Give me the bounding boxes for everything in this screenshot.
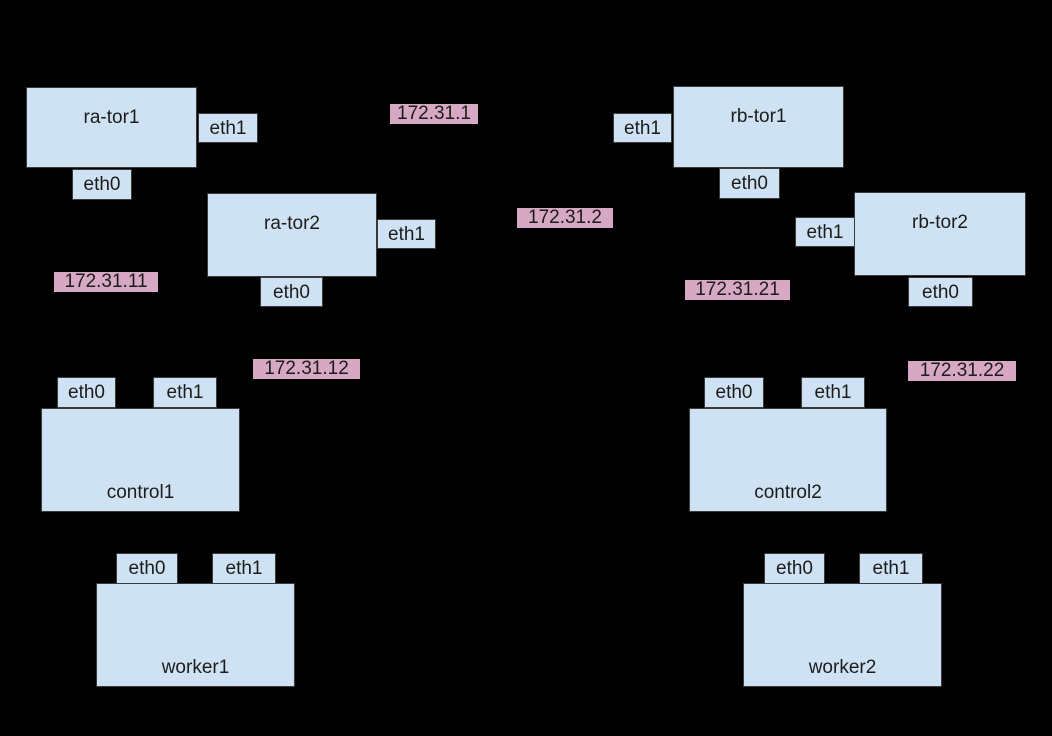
- port-ra-tor1-eth0: eth0: [72, 169, 132, 200]
- node-rb-tor2-label: rb-tor2: [912, 212, 968, 233]
- node-ra-tor2-label: ra-tor2: [264, 213, 320, 234]
- port-rb-tor1-eth1: eth1: [613, 113, 672, 143]
- port-control1-eth0: eth0: [57, 377, 116, 408]
- node-control1-label: control1: [106, 482, 175, 503]
- node-ra-tor1-label: ra-tor1: [83, 107, 140, 128]
- port-ra-tor2-eth0: eth0: [260, 277, 323, 307]
- ip-label-172-31-2: 172.31.2: [517, 208, 613, 228]
- node-ra-tor2: ra-tor2: [207, 193, 377, 277]
- ip-label-172-31-1: 172.31.1: [390, 104, 478, 124]
- port-worker2-eth1: eth1: [859, 553, 923, 584]
- port-rb-tor2-eth0: eth0: [908, 277, 973, 307]
- port-rb-tor1-eth0: eth0: [719, 168, 780, 199]
- node-control1: control1: [41, 408, 240, 512]
- port-ra-tor2-eth1: eth1: [377, 219, 436, 249]
- node-control2-label: control2: [754, 482, 822, 503]
- node-ra-tor1: ra-tor1: [26, 87, 197, 168]
- port-control2-eth0: eth0: [704, 377, 764, 408]
- node-rb-tor1: rb-tor1: [673, 86, 844, 168]
- port-worker2-eth0: eth0: [764, 553, 825, 584]
- node-rb-tor1-label: rb-tor1: [730, 106, 787, 127]
- ip-label-172-31-22: 172.31.22: [908, 361, 1016, 381]
- node-control2: control2: [689, 408, 887, 512]
- node-worker1-label: worker1: [161, 657, 230, 678]
- node-worker1: worker1: [96, 583, 295, 687]
- node-rb-tor2: rb-tor2: [854, 192, 1026, 276]
- ip-label-172-31-12: 172.31.12: [253, 359, 360, 379]
- port-worker1-eth1: eth1: [212, 553, 276, 584]
- ip-label-172-31-21: 172.31.21: [685, 280, 790, 300]
- port-ra-tor1-eth1: eth1: [198, 113, 258, 143]
- port-control2-eth1: eth1: [801, 377, 865, 408]
- node-worker2: worker2: [743, 583, 942, 687]
- ip-label-172-31-11: 172.31.11: [54, 272, 158, 292]
- node-worker2-label: worker2: [808, 657, 877, 678]
- port-control1-eth1: eth1: [153, 377, 217, 408]
- port-worker1-eth0: eth0: [116, 553, 178, 584]
- port-rb-tor2-eth1: eth1: [795, 217, 855, 247]
